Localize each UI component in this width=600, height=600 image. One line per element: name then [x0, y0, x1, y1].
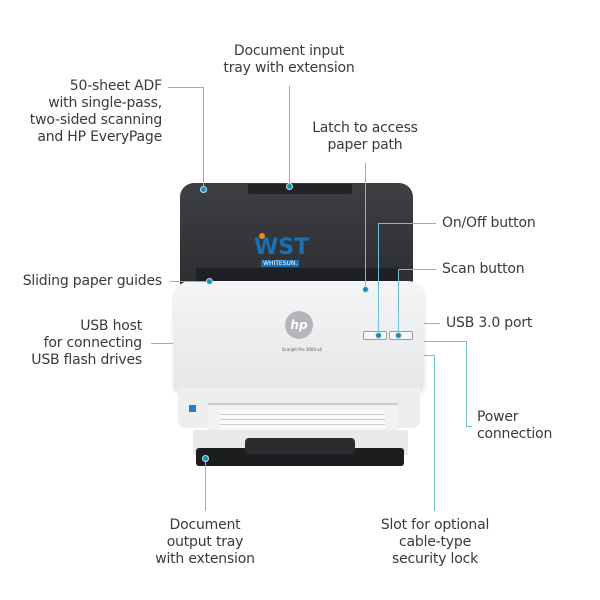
- leader-line-guides: [170, 281, 208, 282]
- watermark-logo: WST: [254, 235, 310, 260]
- hp-logo-icon: hp: [285, 311, 313, 339]
- watermark-sun-icon: [259, 233, 265, 239]
- callout-output-tray: Document output tray with extension: [155, 517, 255, 567]
- callout-onoff: On/Off button: [442, 215, 536, 231]
- callout-guides: Sliding paper guides: [22, 273, 162, 289]
- callout-lock: Slot for optional cable-type security lo…: [380, 517, 490, 567]
- callout-dot-input-tray: [286, 183, 293, 190]
- leader-line-adf-v: [203, 87, 204, 187]
- model-label: ScanJet Pro 3000 s4: [282, 347, 322, 352]
- callout-power: Power connection: [477, 409, 553, 442]
- callout-dot-output-tray: [202, 455, 209, 462]
- leader-line-adf: [168, 87, 203, 88]
- callout-scan: Scan button: [442, 261, 525, 277]
- leader-line-power-h2: [466, 426, 472, 427]
- leader-line-lock: [424, 355, 434, 356]
- usb-host-port-icon: [189, 405, 196, 412]
- leader-line-usb3: [424, 323, 440, 324]
- leader-line-scan: [398, 269, 436, 270]
- callout-dot-latch: [362, 286, 369, 293]
- callout-dot-onoff: [375, 332, 382, 339]
- callout-dot-adf: [200, 186, 207, 193]
- callout-adf: 50-sheet ADF with single-pass, two-sided…: [29, 78, 162, 145]
- callout-latch: Latch to access paper path: [312, 120, 418, 153]
- leader-line-latch: [365, 163, 366, 288]
- input-tray-extension: [248, 184, 352, 194]
- leader-line-output-tray: [205, 458, 206, 511]
- paper-text-lines: [220, 410, 385, 428]
- leader-line-power: [424, 341, 467, 342]
- callout-input-tray: Document input tray with extension: [223, 43, 355, 76]
- watermark-text: WHITESUN.: [261, 260, 300, 267]
- leader-line-onoff: [378, 223, 436, 224]
- callout-dot-scan: [395, 332, 402, 339]
- leader-line-input-tray: [289, 86, 290, 184]
- output-tray-grip: [245, 438, 355, 454]
- leader-line-usb-host: [151, 343, 173, 344]
- callout-dot-guides: [206, 278, 213, 285]
- leader-line-onoff-v: [378, 223, 379, 333]
- leader-line-lock-v: [434, 355, 435, 511]
- leader-line-scan-v: [398, 269, 399, 333]
- callout-usb3: USB 3.0 port: [446, 315, 533, 331]
- callout-usb-host: USB host for connecting USB flash drives: [31, 318, 142, 368]
- leader-line-power-v: [466, 341, 467, 427]
